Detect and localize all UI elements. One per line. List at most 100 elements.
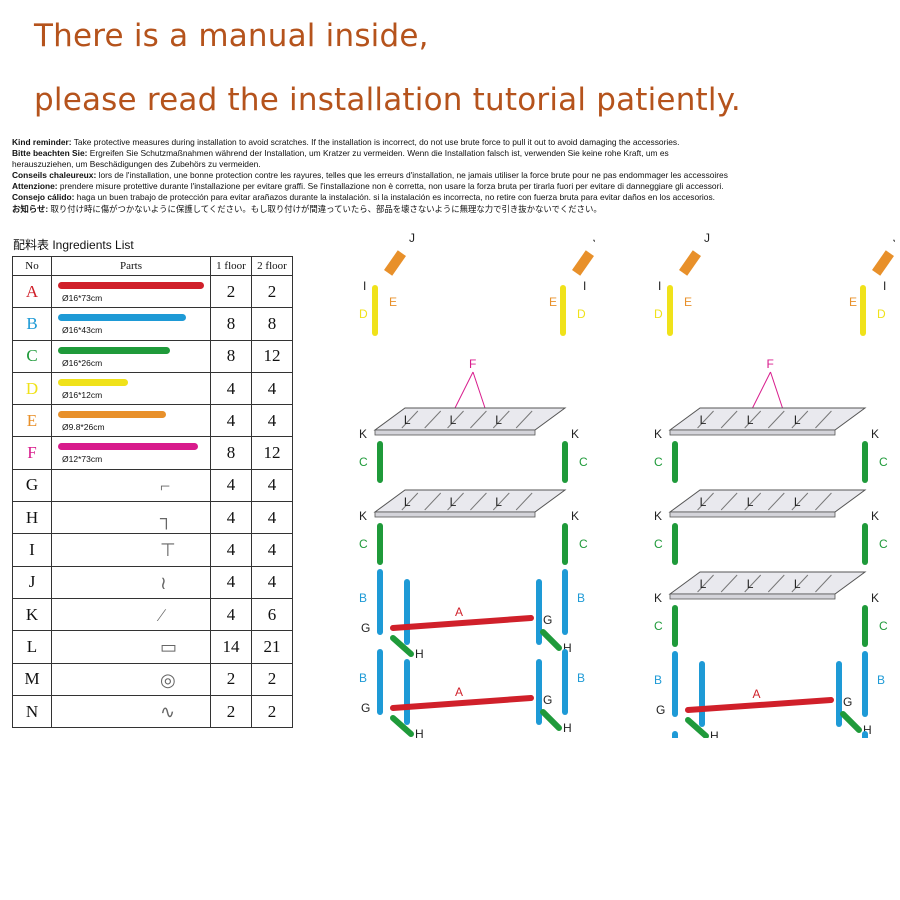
label-k: K bbox=[654, 509, 662, 523]
label-e: E bbox=[849, 295, 857, 309]
tube-swatch bbox=[58, 443, 198, 451]
label-g: G bbox=[656, 703, 665, 717]
assembly-diagram-one-floor: IIJJDDEEFLLLKKCCLLLKKCCBBAGGHHBBAGGHH bbox=[359, 231, 595, 738]
label-c: C bbox=[654, 455, 663, 469]
note-german: Bitte beachten Sie: Ergreifen Sie Schutz… bbox=[12, 148, 669, 159]
tube-a bbox=[390, 615, 534, 631]
part-visual: ⌐ bbox=[51, 468, 211, 503]
part-visual: Ø16*26cm bbox=[51, 339, 211, 373]
qty-1-floor: 4 bbox=[210, 597, 252, 632]
header-parts: Parts bbox=[51, 256, 211, 276]
shelf-slat-line bbox=[401, 410, 419, 429]
tube-c bbox=[390, 635, 414, 657]
label-l: L bbox=[794, 413, 801, 427]
shelf-edge bbox=[374, 511, 536, 518]
qty-2-floor: 12 bbox=[251, 339, 293, 373]
part-letter: L bbox=[12, 630, 52, 664]
tube-e bbox=[572, 250, 594, 276]
label-l: L bbox=[495, 495, 502, 509]
headline-line-2: please read the installation tutorial pa… bbox=[34, 82, 741, 118]
tube-a bbox=[390, 695, 534, 711]
tube-f bbox=[752, 371, 771, 409]
qty-2-floor: 6 bbox=[251, 597, 293, 632]
label-d: D bbox=[877, 307, 886, 321]
tube-c bbox=[390, 715, 414, 737]
tube-c bbox=[540, 709, 562, 731]
part-visual: ≀ bbox=[51, 565, 211, 599]
label-b: B bbox=[654, 673, 662, 687]
label-h: H bbox=[710, 729, 719, 738]
part-letter: M bbox=[12, 662, 52, 696]
part-visual: ┐ bbox=[51, 501, 211, 535]
label-g: G bbox=[843, 695, 852, 709]
label-h: H bbox=[415, 727, 424, 738]
label-l: L bbox=[450, 413, 457, 427]
l-connector-icon: ┐ bbox=[160, 508, 173, 529]
shelf-slat-line bbox=[447, 410, 464, 429]
tube-c bbox=[540, 629, 562, 651]
label-l: L bbox=[794, 495, 801, 509]
elbow-connector-icon: ⌐ bbox=[160, 475, 171, 496]
corner-clip-icon: ∕ bbox=[160, 604, 164, 625]
assembly-diagram-two-floor: IIJJDDEEFLLLKKCCLLLKKCCLLLKKCCBBAGGHHBBA… bbox=[654, 231, 895, 738]
part-letter: I bbox=[12, 533, 52, 567]
part-letter: F bbox=[12, 436, 52, 470]
part-visual: ⊤ bbox=[51, 533, 211, 567]
shelf-slat-line bbox=[767, 492, 785, 511]
shelf-slat-line bbox=[697, 492, 714, 511]
qty-1-floor: 4 bbox=[210, 404, 252, 438]
tube-spec: Ø16*43cm bbox=[62, 325, 103, 336]
label-c: C bbox=[654, 537, 663, 551]
shelf-slat-line bbox=[424, 492, 442, 511]
qty-2-floor: 2 bbox=[251, 694, 293, 729]
shelf-slat-line bbox=[492, 410, 510, 429]
label-k: K bbox=[871, 509, 879, 523]
shelf-slat-line bbox=[697, 574, 714, 593]
label-a: A bbox=[455, 685, 463, 699]
label-l: L bbox=[700, 577, 707, 591]
shelf-slat-line bbox=[515, 492, 533, 511]
qty-2-floor: 8 bbox=[251, 307, 293, 341]
label-c: C bbox=[579, 455, 588, 469]
note-japanese: お知らせ: 取り付け時に傷がつかないように保護してください。もし取り付けが間違っ… bbox=[12, 203, 602, 214]
note-spanish: Consejo cálido: haga un buen trabajo de … bbox=[12, 192, 715, 203]
tube-spec: Ø9.8*26cm bbox=[62, 422, 105, 433]
header-no: No bbox=[12, 256, 52, 276]
label-g: G bbox=[543, 613, 552, 627]
tube-swatch bbox=[58, 346, 170, 354]
label-j: J bbox=[893, 231, 895, 245]
label-g: G bbox=[361, 621, 370, 635]
shelf-slat-line bbox=[515, 410, 533, 429]
part-letter: N bbox=[12, 694, 52, 729]
shelf-slat-line bbox=[697, 410, 714, 429]
tube-spec: Ø12*73cm bbox=[62, 454, 103, 465]
shelf-slat-line bbox=[424, 410, 442, 429]
label-a: A bbox=[753, 687, 761, 701]
label-l: L bbox=[404, 413, 411, 427]
label-l: L bbox=[700, 413, 707, 427]
shelf-slat-line bbox=[401, 492, 419, 511]
shelf-slat-line bbox=[470, 492, 487, 511]
hook-icon: ≀ bbox=[160, 572, 167, 593]
label-b: B bbox=[359, 671, 367, 685]
shelf-slat-line bbox=[791, 574, 809, 593]
label-k: K bbox=[654, 427, 662, 441]
label-d: D bbox=[577, 307, 586, 321]
label-j: J bbox=[593, 231, 595, 245]
shelf-slat-line bbox=[791, 492, 809, 511]
qty-1-floor: 4 bbox=[210, 533, 252, 567]
qty-2-floor: 4 bbox=[251, 468, 293, 503]
label-h: H bbox=[563, 721, 572, 735]
part-visual: ◎ bbox=[51, 662, 211, 696]
label-k: K bbox=[654, 591, 662, 605]
parts-table-header-row: No Parts 1 floor 2 floor bbox=[12, 256, 293, 276]
qty-2-floor: 4 bbox=[251, 501, 293, 535]
label-c: C bbox=[654, 619, 663, 633]
